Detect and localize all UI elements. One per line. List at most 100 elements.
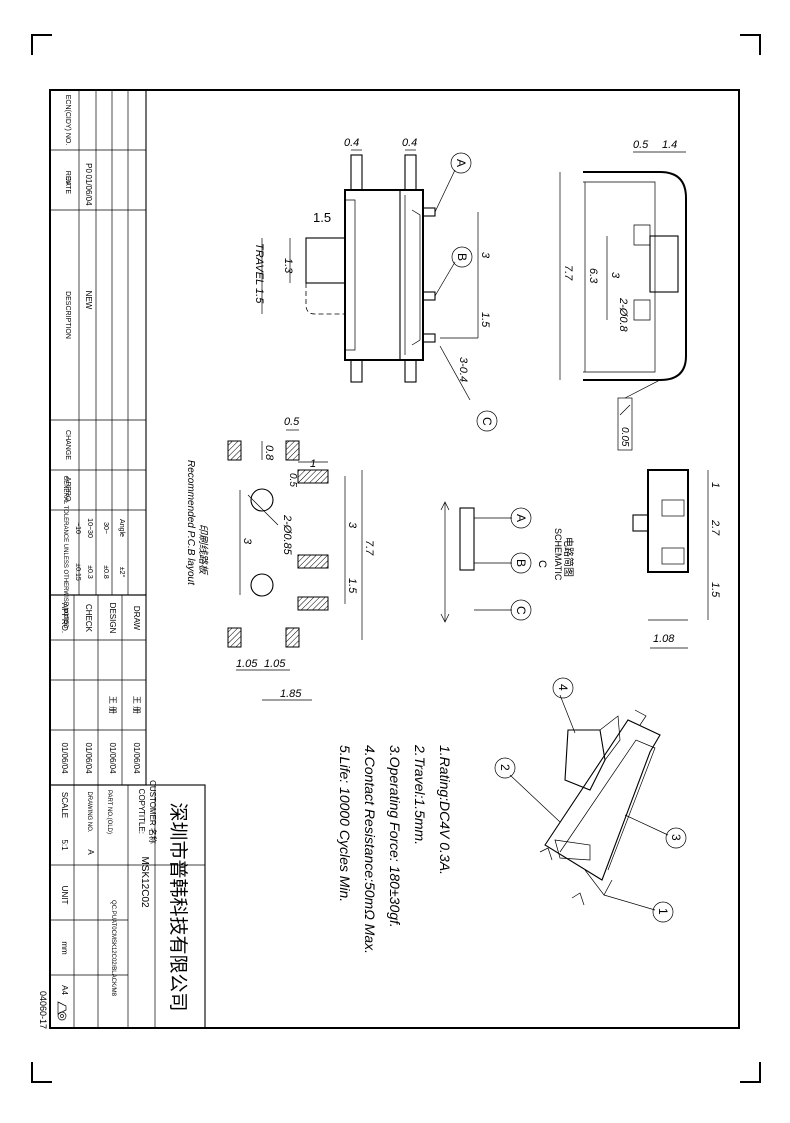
scale-label: SCALE (60, 792, 69, 818)
side-label-c: C (480, 417, 494, 426)
pcb-dim-total: 7.7 (363, 540, 375, 556)
side-label-b: B (455, 253, 469, 261)
pcb-dim-pad-top: 1 (310, 458, 316, 470)
spec-line-4: 4.Contact Resistance:50mΩ Max. (362, 745, 378, 954)
side-view: 0.4 0.4 1.5 1.3 TRAVEL 1.5 3 1.5 3-0.4 A… (253, 137, 498, 432)
pcb-title-en: Recommended P.C.B layout (185, 460, 196, 586)
top-dim-hole: 2-Ø0.8 (617, 297, 629, 333)
part-no-value: QC.PUAT0CMSK12C02/BLACK/M8 (110, 900, 116, 997)
spec-notes: 1.Rating:DC4V 0.3A. 2.Travel:1.5mm. 3.Op… (337, 744, 453, 954)
tolerance-row-0-tol: ±0.8 (102, 565, 109, 579)
pcb-dim-pitch-h: 3 (241, 538, 253, 545)
approval-date-1: 01/06/04 (108, 742, 117, 774)
spec-line-1: 1.Rating:DC4V 0.3A. (437, 745, 453, 875)
rev-header-date: DATE (64, 176, 71, 194)
projection-icon (57, 1001, 67, 1021)
top-flatness: 0.05 (619, 427, 630, 447)
side-dim-pin-right: 0.4 (402, 137, 417, 149)
tolerance-row-2-range: ~10 (74, 522, 81, 534)
end-dim-bot: 1.5 (709, 582, 721, 598)
pcb-dim-pad-w: 0.5 (284, 416, 300, 428)
approval-name-1: 王 册 (108, 696, 117, 714)
top-dim-b: 1.4 (662, 139, 677, 151)
tolerance-angle-label: Angle (118, 519, 125, 537)
approval-role-0: DRAW (132, 606, 141, 631)
spec-line-3: 3.Operating Force: 180±30gf. (387, 745, 403, 928)
end-dim-top: 1 (709, 482, 721, 488)
schematic-terminal-b: B (514, 559, 528, 567)
schematic-terminal-c: C (514, 606, 528, 615)
iso-balloon-4: 4 (556, 684, 570, 691)
pcb-dim-hole: 2-Ø0.85 (281, 514, 293, 556)
unit-label: UNIT (60, 886, 69, 905)
top-dim-len: 7.7 (562, 265, 574, 281)
pcb-layout: 印刷线路板 Recommended P.C.B layout 0.5 0.8 1… (185, 416, 375, 701)
model-number: MSK12C02 (139, 856, 150, 908)
side-dim-travel: TRAVEL 1.5 (253, 243, 265, 304)
tolerance-row-2-tol: ±0.15 (74, 563, 81, 581)
pcb-dim-row-gap: 1.5 (346, 578, 358, 594)
drawing-no-value: A (86, 849, 95, 855)
iso-balloon-2: 2 (498, 764, 512, 771)
approval-block: DRAW 王 册 01/06/04 DESIGN 王 册 01/06/04 CH… (49, 594, 147, 786)
iso-view: 4 2 3 1 (494, 677, 687, 923)
approval-date-2: 01/06/04 (84, 742, 93, 774)
rev-header-change: CHANGE (64, 430, 71, 460)
approval-date-0: 01/06/04 (132, 742, 141, 774)
customer-label: CUSTOMER 名称 (148, 780, 158, 844)
pcb-title-cn: 印刷线路板 (197, 524, 209, 576)
rev-row-date: 01/06/04 (84, 174, 93, 206)
schematic-title-cn: 电路简图 (562, 537, 575, 577)
side-dim-pad-gap: 1.5 (479, 312, 491, 328)
rev-header-appro: APPRO. (64, 477, 71, 504)
copy-label: COPY (137, 789, 146, 812)
paper-size: A4 (60, 985, 69, 995)
tolerance-row-0-range: 30~ (102, 522, 109, 534)
rev-row-desc: NEW (84, 291, 93, 310)
approval-role-1: DESIGN (108, 603, 117, 634)
top-dim-inner: 6.3 (587, 268, 599, 284)
approval-role-2: CHECK (84, 604, 93, 633)
unit-value: mm (60, 941, 69, 955)
pcb-dim-left-a: 1.05 (236, 658, 258, 670)
spec-line-2: 2.Travel:1.5mm. (412, 744, 428, 845)
top-view: 0.5 1.4 7.7 6.3 3 2-Ø0.8 0.05 (559, 139, 687, 451)
tolerance-row-1-tol: ±0.3 (86, 565, 93, 579)
schematic-terminal-a: A (514, 514, 528, 522)
schematic-title-en: SCHEMATIC (553, 528, 563, 581)
revision-block: ECN(CIDY) NO. REV DATE DESCRIPTION CHANG… (49, 89, 147, 629)
document-code: 04060-17 (38, 991, 48, 1029)
pcb-dim-left-b: 1.05 (264, 658, 286, 670)
side-dim-lead: 3-0.4 (457, 357, 469, 382)
approval-role-3: APPRO. (60, 603, 69, 633)
part-no-label: PART NO.(OLD) (106, 790, 112, 834)
end-dim-mid: 2.7 (709, 519, 721, 536)
pcb-dim-base: 1.85 (280, 688, 302, 700)
top-dim-a: 0.5 (633, 139, 649, 151)
corner-marks (31, 34, 761, 1083)
side-dim-pin-left: 0.4 (344, 137, 359, 149)
pcb-dim-gap: 0.5 (287, 473, 298, 487)
iso-balloon-3: 3 (669, 834, 683, 841)
schematic-center-label: C (536, 560, 548, 568)
approval-name-0: 王 册 (132, 696, 141, 714)
rev-header-description: DESCRIPTION (64, 291, 71, 339)
rev-row-rev: P0 (84, 163, 93, 173)
side-label-a: A (454, 159, 468, 167)
top-dim-pitch: 3 (609, 272, 621, 279)
title-label: TITLE: (137, 810, 146, 834)
rev-header-ecn: ECN(CIDY) NO. (64, 95, 71, 146)
end-dim-base: 1.08 (653, 633, 675, 645)
schematic: 电路简图 SCHEMATIC A B C C (440, 501, 575, 623)
tolerance-angle-value: ±2° (118, 567, 126, 578)
scale-value: 5:1 (60, 839, 69, 851)
drawing-no-label: DRAWING NO. (86, 791, 92, 832)
side-dim-act-h: 1.3 (282, 258, 294, 274)
tolerance-label: GENERAL TOLERANCE UNLESS OTHERWISE NOTED (62, 476, 68, 629)
tolerance-row-1-range: 10~30 (86, 518, 93, 538)
title-block: 深圳市普韩科技有限公司 CUSTOMER 名称 COPY TITLE: MSK1… (49, 780, 206, 1029)
pcb-dim-pad-h: 0.8 (263, 445, 275, 461)
approval-date-3: 01/06/04 (60, 742, 69, 774)
iso-balloon-1: 1 (656, 908, 670, 915)
